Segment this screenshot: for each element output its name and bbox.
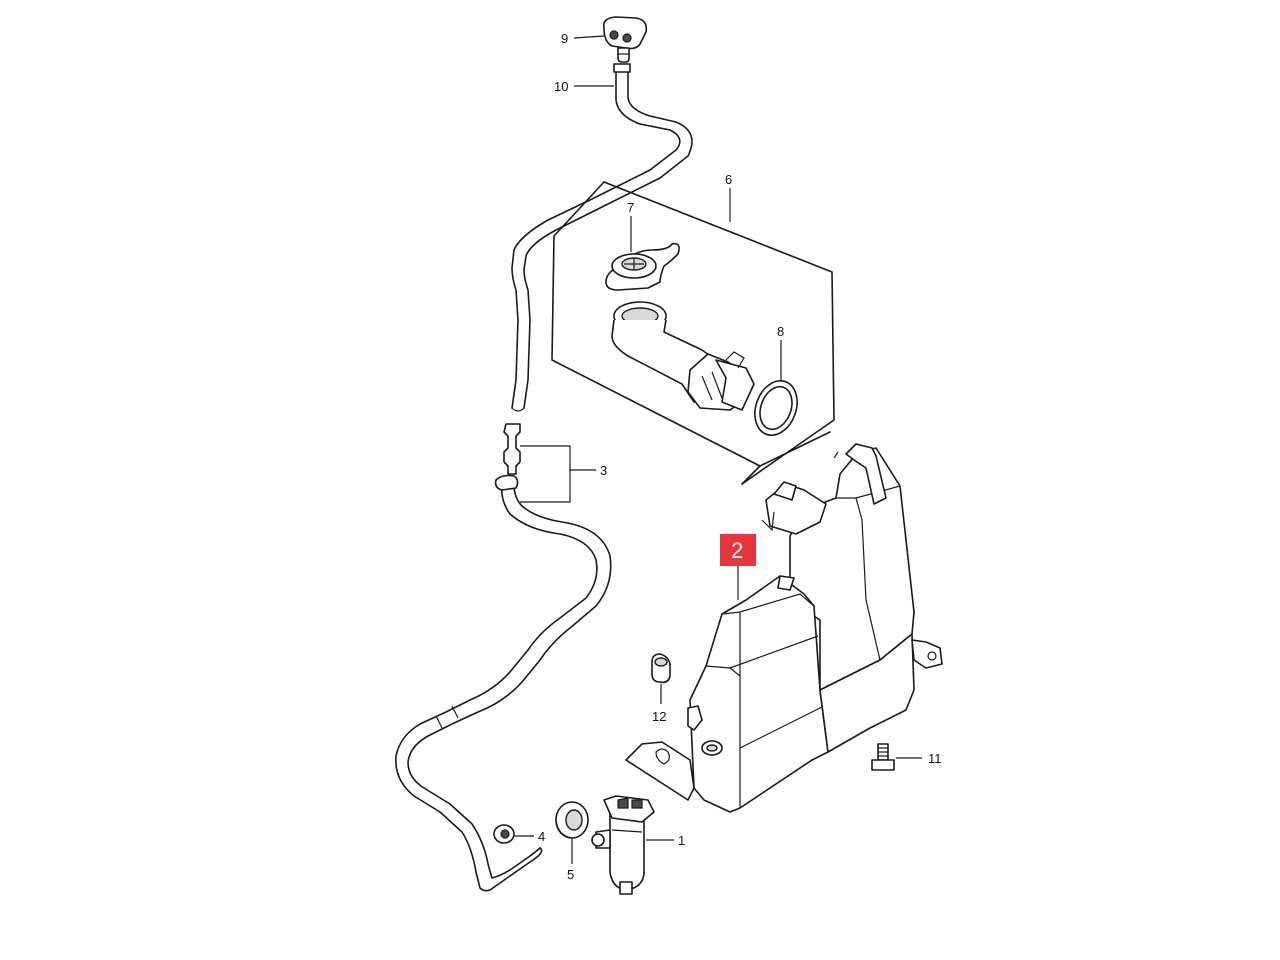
washer-pump [591,795,655,895]
callout-8: 8 [777,324,784,339]
grommet-4 [493,824,515,844]
callout-12: 12 [652,709,666,724]
upper-hose [511,63,693,412]
assembly-box-6 [551,181,835,485]
callout-9: 9 [561,31,568,46]
callout-10: 10 [554,79,568,94]
washer-reservoir [625,443,943,813]
callout-1: 1 [678,833,685,848]
o-ring [754,380,798,436]
callout-11: 11 [928,751,942,766]
callout-6: 6 [725,172,732,187]
callout-5: 5 [567,867,574,882]
callout-4: 4 [538,829,545,844]
highlight-badge [720,534,756,566]
lower-hose [395,474,612,892]
pump-grommet-5 [555,801,589,839]
bolt-11 [871,743,895,771]
callout-2: 2 [731,538,743,563]
hose-connector [503,423,521,475]
callout-7: 7 [627,200,634,215]
washer-nozzle [602,16,648,63]
filler-neck [611,301,755,411]
grommet-12 [651,653,671,684]
callout-3: 3 [600,463,607,478]
filler-cap [605,242,680,291]
leader-lines [514,35,922,864]
